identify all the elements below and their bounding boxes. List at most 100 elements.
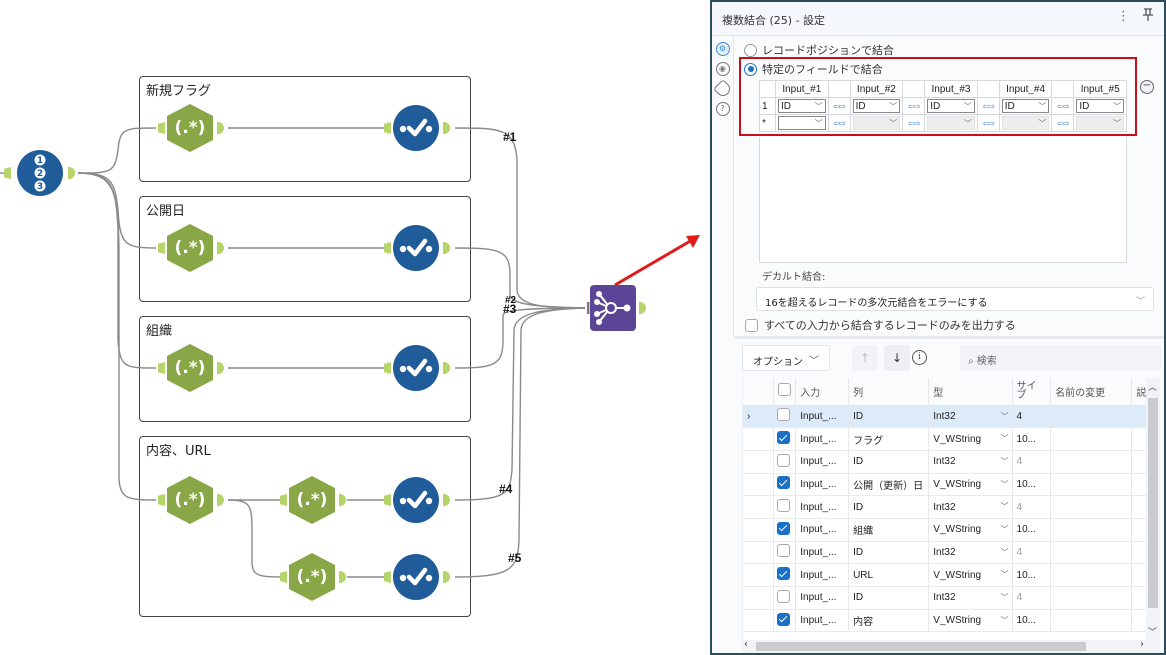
input-anchor[interactable] [158, 494, 165, 506]
field-rename[interactable] [1050, 563, 1133, 587]
expand-icon[interactable] [743, 473, 774, 497]
field-description[interactable] [1131, 518, 1146, 542]
field-description[interactable] [1131, 495, 1146, 519]
field-type-select[interactable]: V_WString﹀ [928, 473, 1013, 497]
field-size[interactable]: 4 [1012, 541, 1052, 565]
select-tool[interactable] [393, 225, 439, 271]
column-header-rename[interactable]: 名前の変更 [1050, 378, 1133, 406]
field-select-checkbox[interactable] [776, 521, 790, 535]
join-field-select[interactable]: ID﹀ [1076, 99, 1124, 113]
output-anchor[interactable] [443, 242, 450, 254]
output-anchor[interactable] [339, 494, 346, 506]
only-joined-checkbox[interactable] [745, 318, 758, 332]
field-size[interactable]: 10... [1012, 563, 1052, 587]
field-select-checkbox[interactable] [776, 453, 790, 467]
field-description[interactable] [1131, 609, 1146, 633]
field-row[interactable]: Input_... ID Int32﹀ 4 [743, 450, 1146, 474]
only-joined-checkbox-row[interactable]: すべての入力から結合するレコードのみを出力する [745, 317, 1016, 333]
output-anchor[interactable] [443, 494, 450, 506]
field-rename[interactable] [1050, 586, 1133, 610]
field-select-checkbox[interactable] [776, 567, 790, 581]
output-anchor[interactable] [443, 362, 450, 374]
input-anchor[interactable] [384, 571, 391, 583]
field-size[interactable]: 10... [1012, 609, 1052, 633]
output-anchor[interactable] [217, 494, 224, 506]
expand-icon[interactable] [743, 609, 774, 633]
field-row[interactable]: › Input_... ID Int32﹀ 4 [743, 405, 1146, 429]
field-description[interactable] [1131, 473, 1146, 497]
field-size[interactable]: 10... [1012, 473, 1052, 497]
horizontal-scrollbar[interactable]: ‹ › [742, 639, 1160, 653]
radio-button[interactable] [744, 43, 757, 57]
target-icon[interactable]: ◉ [715, 62, 730, 76]
field-size[interactable]: 10... [1012, 427, 1052, 451]
expand-icon[interactable]: › [743, 405, 774, 429]
cartesian-join-dropdown[interactable]: 16を超えるレコードの多次元結合をエラーにする ﹀ [756, 287, 1154, 311]
field-select-checkbox[interactable] [776, 408, 790, 422]
expand-icon[interactable] [743, 495, 774, 519]
input-anchor[interactable] [158, 242, 165, 254]
search-input[interactable]: ⌕ 検索 [960, 345, 1162, 371]
field-rename[interactable] [1050, 541, 1133, 565]
column-header-size[interactable]: サイブ [1012, 378, 1052, 406]
column-header-column[interactable]: 列 [848, 378, 930, 406]
field-select-checkbox[interactable] [776, 589, 790, 603]
scroll-thumb[interactable] [756, 642, 1086, 651]
select-all-checkbox[interactable] [777, 383, 791, 397]
gear-icon[interactable]: ⚙ [715, 42, 730, 56]
field-description[interactable] [1131, 427, 1146, 451]
regex-tool[interactable]: (.*) [167, 476, 213, 524]
regex-tool[interactable]: (.*) [167, 344, 213, 392]
field-type-select[interactable]: Int32﹀ [928, 586, 1013, 610]
join-multiple-tool[interactable] [590, 285, 636, 331]
scroll-left-icon[interactable]: ‹ [744, 639, 748, 650]
select-tool[interactable] [393, 554, 439, 600]
field-row[interactable]: Input_... 公開（更新）日 V_WString﹀ 10... [743, 473, 1146, 497]
input-anchor[interactable] [384, 242, 391, 254]
field-size[interactable]: 4 [1012, 450, 1052, 474]
expand-icon[interactable] [743, 586, 774, 610]
join-field-select[interactable]: ID﹀ [927, 99, 975, 113]
output-anchor[interactable] [339, 571, 346, 583]
scroll-up-icon[interactable]: ︿ [1148, 383, 1158, 393]
expand-icon[interactable] [743, 518, 774, 542]
join-field-select[interactable]: ﹀ [778, 116, 826, 130]
remove-row-button[interactable]: − [1140, 80, 1154, 94]
input-anchor[interactable] [4, 167, 11, 179]
input-anchor[interactable] [384, 494, 391, 506]
input-anchor[interactable] [384, 122, 391, 134]
field-type-select[interactable]: V_WString﹀ [928, 609, 1013, 633]
field-type-select[interactable]: V_WString﹀ [928, 427, 1013, 451]
regex-tool[interactable]: (.*) [167, 104, 213, 152]
output-anchor[interactable] [443, 571, 450, 583]
column-header-type[interactable]: 型 [928, 378, 1013, 406]
input-anchor[interactable] [158, 362, 165, 374]
select-tool[interactable] [393, 105, 439, 151]
radio-join-by-field[interactable]: 特定のフィールドで結合 [744, 61, 883, 77]
field-select-checkbox[interactable] [776, 499, 790, 513]
expand-icon[interactable] [743, 541, 774, 565]
field-type-select[interactable]: Int32﹀ [928, 450, 1013, 474]
scroll-right-icon[interactable]: › [1140, 639, 1144, 650]
expand-icon[interactable] [743, 450, 774, 474]
field-rename[interactable] [1050, 450, 1133, 474]
field-size[interactable]: 4 [1012, 495, 1052, 519]
field-rename[interactable] [1050, 609, 1133, 633]
move-down-button[interactable]: ↓ [884, 345, 910, 371]
output-anchor[interactable] [217, 362, 224, 374]
select-tool[interactable] [393, 345, 439, 391]
field-rename[interactable] [1050, 518, 1133, 542]
field-description[interactable] [1131, 450, 1146, 474]
radio-button[interactable] [744, 62, 757, 76]
expand-icon[interactable] [743, 563, 774, 587]
radio-join-by-position[interactable]: レコードポジションで結合 [744, 42, 894, 58]
input-anchor[interactable] [280, 494, 287, 506]
column-header-input[interactable]: 入力 [795, 378, 850, 406]
scroll-thumb[interactable] [1148, 398, 1158, 608]
move-up-button[interactable]: ↑ [852, 345, 878, 371]
field-rename[interactable] [1050, 427, 1133, 451]
field-description[interactable] [1131, 586, 1146, 610]
field-select-checkbox[interactable] [776, 544, 790, 558]
join-field-select[interactable]: ID﹀ [852, 99, 901, 113]
field-select-checkbox[interactable] [776, 431, 790, 445]
